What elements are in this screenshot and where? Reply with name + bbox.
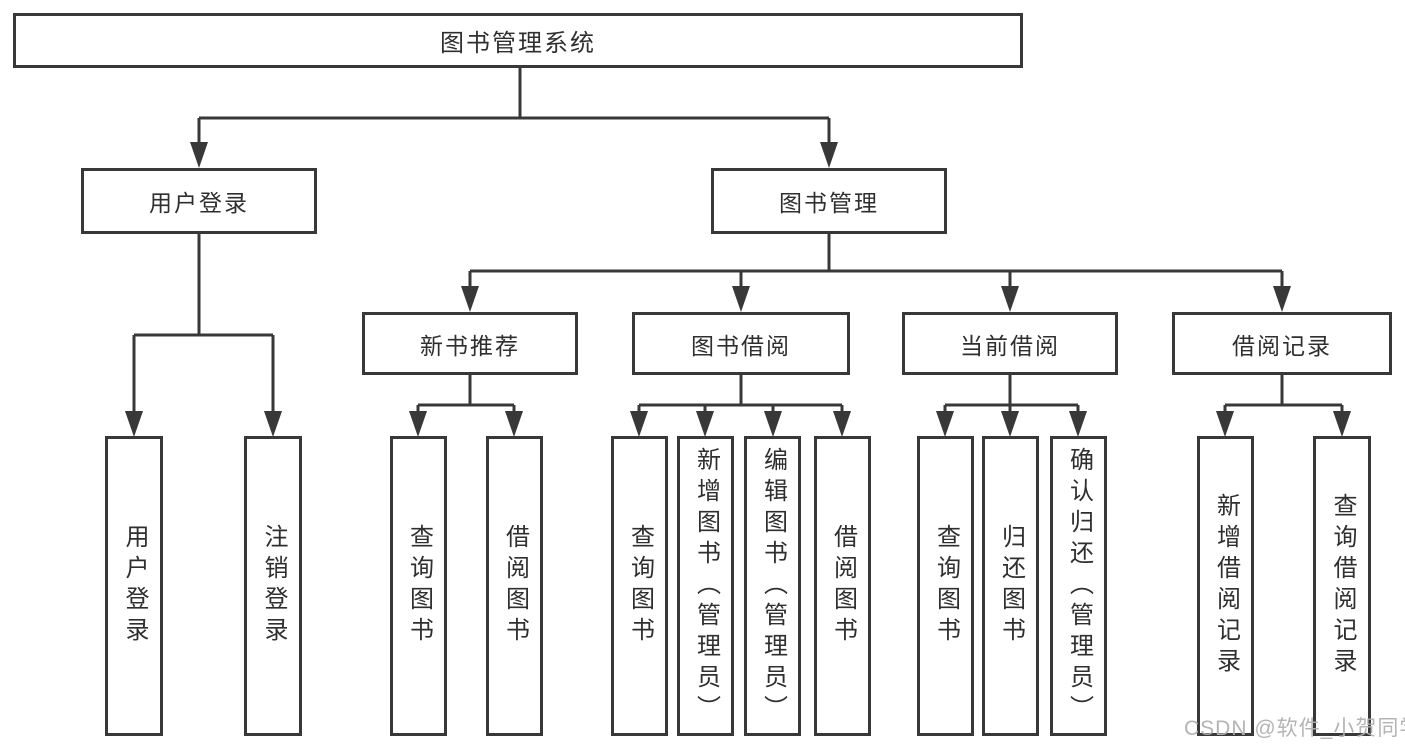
arrowhead bbox=[1216, 411, 1234, 437]
node-label: 当前借阅 bbox=[960, 332, 1060, 359]
node-user-login: 用户登录 bbox=[81, 168, 317, 234]
arrowhead bbox=[1001, 286, 1019, 312]
arrowhead bbox=[1069, 411, 1087, 437]
node-label: 图书管理 bbox=[779, 190, 879, 216]
arrowhead bbox=[732, 286, 750, 312]
connector-paths bbox=[132, 68, 1344, 412]
leaf-borrow-books: 借阅图书 bbox=[814, 436, 871, 736]
leaf-user-login: 用户登录 bbox=[105, 436, 163, 736]
connector-book-borrow bbox=[637, 375, 844, 412]
node-label: 图书管理系统 bbox=[440, 30, 596, 57]
leaf-label: 确认归还（管理员） bbox=[1065, 446, 1093, 726]
leaf-label: 查询图书 bbox=[626, 524, 654, 648]
arrowhead bbox=[190, 142, 208, 168]
node-library-management-system: 图书管理系统 bbox=[13, 13, 1023, 68]
arrowhead bbox=[1273, 286, 1291, 312]
arrowhead bbox=[125, 411, 143, 437]
leaf-query-books-borrow: 查询图书 bbox=[611, 436, 668, 736]
leaf-query-books-recommend: 查询图书 bbox=[390, 436, 447, 736]
leaf-query-borrow-record: 查询借阅记录 bbox=[1313, 436, 1371, 736]
arrowhead bbox=[630, 411, 648, 437]
csdn-watermark: CSDN @软件_小贺同学 bbox=[1184, 717, 1405, 740]
arrowhead bbox=[936, 411, 954, 437]
node-label: 用户登录 bbox=[149, 190, 249, 216]
leaf-borrow-books-recommend: 借阅图书 bbox=[486, 436, 543, 736]
arrowhead bbox=[409, 411, 427, 437]
leaf-label: 新增借阅记录 bbox=[1212, 493, 1240, 679]
arrowhead bbox=[764, 411, 782, 437]
connector-book-management bbox=[468, 234, 1284, 288]
leaf-label: 新增图书（管理员） bbox=[692, 446, 720, 726]
leaf-query-books-current: 查询图书 bbox=[917, 436, 974, 736]
arrowhead bbox=[1333, 411, 1351, 437]
leaf-confirm-return-admin: 确认归还（管理员） bbox=[1050, 436, 1107, 736]
node-borrowing-records: 借阅记录 bbox=[1172, 312, 1392, 375]
connector-root bbox=[197, 68, 831, 144]
leaf-label: 借阅图书 bbox=[829, 524, 857, 648]
leaf-label: 查询图书 bbox=[932, 524, 960, 648]
connector-user-login bbox=[132, 234, 275, 412]
node-label: 新书推荐 bbox=[420, 332, 520, 359]
leaf-label: 归还图书 bbox=[997, 524, 1025, 648]
arrowhead bbox=[1001, 411, 1019, 437]
node-book-management: 图书管理 bbox=[711, 168, 947, 234]
leaf-edit-books-admin: 编辑图书（管理员） bbox=[744, 436, 801, 736]
connector-borrow-record bbox=[1223, 375, 1344, 412]
leaf-label: 用户登录 bbox=[121, 524, 148, 648]
connector-new-book bbox=[416, 375, 516, 412]
arrowheads bbox=[125, 142, 1351, 437]
leaf-label: 编辑图书（管理员） bbox=[759, 446, 787, 726]
leaf-add-borrow-record: 新增借阅记录 bbox=[1197, 436, 1254, 736]
node-current-borrowing: 当前借阅 bbox=[902, 312, 1118, 375]
leaf-label: 借阅图书 bbox=[501, 524, 529, 648]
leaf-label: 查询借阅记录 bbox=[1329, 493, 1356, 679]
node-new-book-recommendation: 新书推荐 bbox=[362, 312, 578, 375]
arrowhead bbox=[820, 142, 838, 168]
arrowhead bbox=[461, 286, 479, 312]
leaf-add-books-admin: 新增图书（管理员） bbox=[677, 436, 734, 736]
arrowhead bbox=[264, 411, 282, 437]
arrowhead bbox=[505, 411, 523, 437]
node-label: 借阅记录 bbox=[1232, 332, 1332, 359]
leaf-label: 查询图书 bbox=[405, 524, 433, 648]
arrowhead bbox=[696, 411, 714, 437]
node-book-borrowing: 图书借阅 bbox=[632, 312, 850, 375]
node-label: 图书借阅 bbox=[691, 332, 791, 359]
leaf-logout: 注销登录 bbox=[244, 436, 302, 736]
leaf-return-books: 归还图书 bbox=[982, 436, 1039, 736]
connector-current-borrow bbox=[943, 375, 1080, 412]
leaf-label: 注销登录 bbox=[260, 524, 287, 648]
arrowhead bbox=[833, 411, 851, 437]
